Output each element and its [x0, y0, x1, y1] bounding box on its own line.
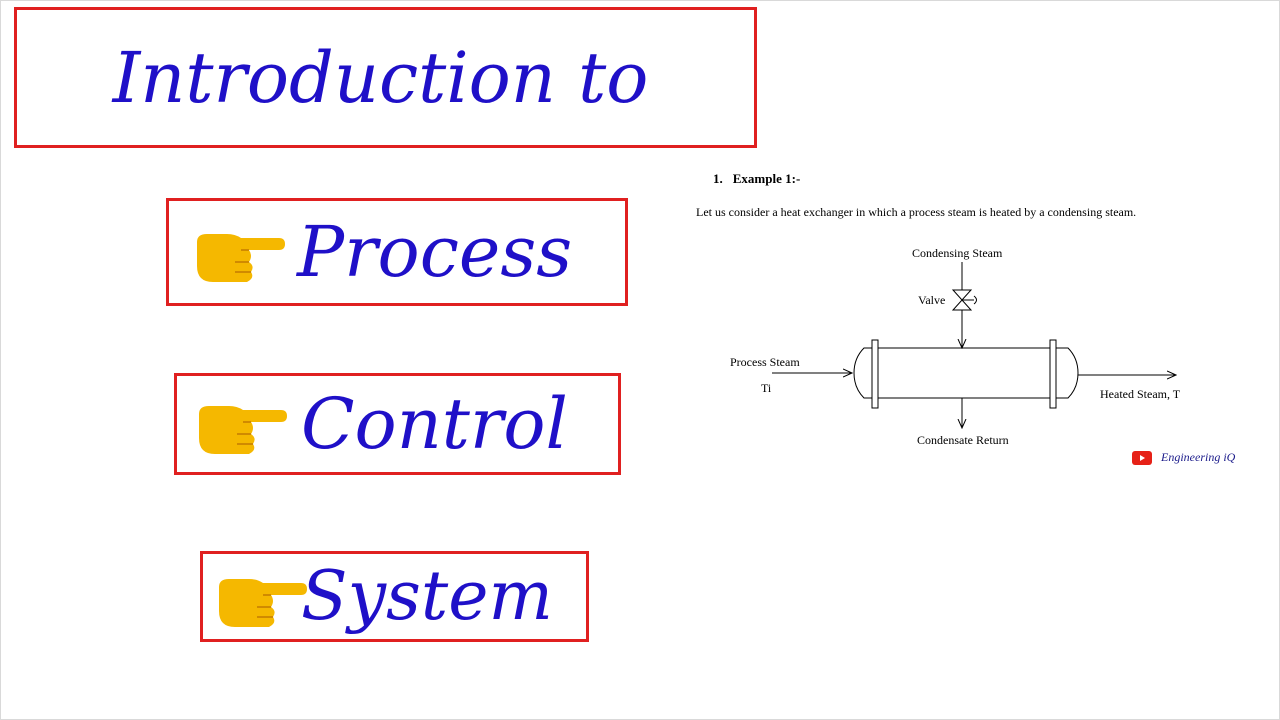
label-heated-steam: Heated Steam, T [1100, 387, 1181, 401]
channel-branding: Engineering iQ [1132, 450, 1235, 465]
label-condensate-return: Condensate Return [917, 433, 1009, 447]
title-control: Control [301, 383, 568, 465]
title-box-control: Control [174, 373, 621, 475]
pointing-hand-icon [197, 234, 285, 282]
youtube-icon [1132, 450, 1152, 465]
figure-caption: Let us consider a heat exchanger in whic… [696, 205, 1137, 219]
title-process: Process [297, 211, 573, 293]
title-box-process: Process [166, 198, 628, 306]
label-ti: Ti [761, 381, 772, 395]
title-box-introduction: Introduction to [14, 7, 757, 148]
label-valve: Valve [918, 293, 945, 307]
label-condensing-steam: Condensing Steam [912, 246, 1003, 260]
valve-symbol [951, 289, 977, 311]
pointing-hand-icon [199, 406, 287, 454]
figure-heading-text: Example 1:- [732, 171, 801, 186]
label-process-steam: Process Steam [730, 355, 800, 369]
heat-exchanger-figure: 1. Example 1:- Let us consider a heat exc… [686, 162, 1252, 480]
pointing-hand-icon [219, 578, 307, 627]
title-box-system: System [200, 551, 589, 642]
title-introduction-to: Introduction to [112, 36, 649, 119]
heat-exchanger-diagram: Condensing Steam Valve Process Steam Ti … [730, 246, 1181, 447]
exchanger-shell [853, 339, 1079, 409]
title-system: System [301, 557, 553, 636]
figure-heading: 1. Example 1:- [713, 171, 800, 187]
channel-name: Engineering iQ [1161, 450, 1236, 464]
figure-heading-number: 1. [713, 171, 723, 186]
